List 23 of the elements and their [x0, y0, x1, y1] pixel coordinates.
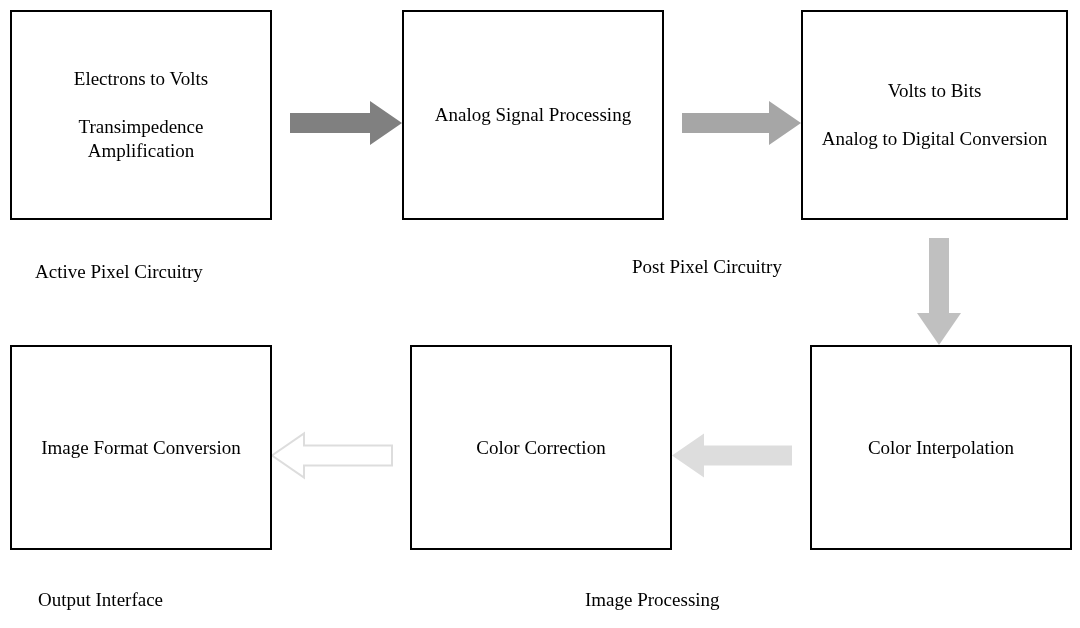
block-arrow [917, 238, 961, 345]
process-box [801, 10, 1068, 220]
block-arrow [270, 431, 393, 480]
stage-label: Active Pixel Circuitry [35, 260, 203, 284]
box-text: Volts to Bits [887, 79, 982, 103]
block-arrow [290, 101, 402, 145]
box-text: Transimpedence Amplification [77, 115, 205, 163]
box-text: Color Correction [476, 435, 606, 460]
box-text: Analog to Digital Conversion [821, 127, 1048, 151]
process-box [410, 345, 672, 550]
process-box [810, 345, 1072, 550]
box-text: Color Interpolation [867, 435, 1015, 460]
box-text: Analog Signal Processing [434, 103, 632, 127]
box-text: Image Format Conversion [41, 435, 241, 460]
process-box [10, 10, 272, 220]
stage-label: Image Processing [585, 588, 720, 612]
block-arrow [672, 433, 792, 478]
block-arrow [682, 101, 801, 145]
stage-label: Output Interface [38, 588, 164, 612]
process-box [10, 345, 272, 550]
stage-label: Post Pixel Circuitry [632, 255, 782, 279]
box-text: Electrons to Volts [73, 67, 209, 92]
process-box [402, 10, 664, 220]
